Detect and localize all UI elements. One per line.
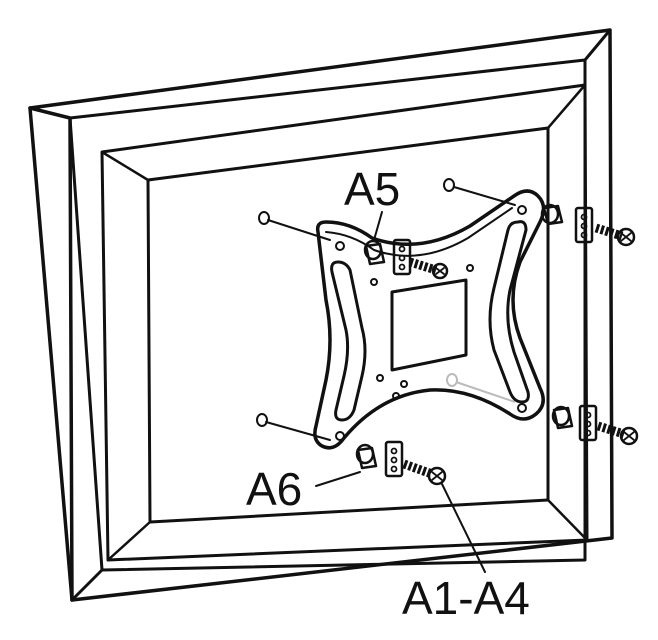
mounting-bracket: [313, 189, 546, 450]
monitor-frame: [28, 28, 614, 602]
screw-top-left: [408, 257, 449, 280]
leader-a5: [373, 211, 383, 241]
hole-bottom-left: [256, 413, 268, 427]
spacer-bottom-left: [355, 443, 378, 470]
label-a6: A6: [246, 463, 302, 515]
spacer-top-left: [363, 239, 386, 266]
washer-top-right: [574, 206, 594, 244]
screw-top-right: [594, 223, 636, 247]
label-a5: A5: [344, 163, 400, 215]
screen-holes: [256, 178, 458, 427]
washers: [384, 206, 598, 478]
leader-a1-a4: [441, 483, 486, 573]
hole-top-left: [258, 211, 270, 225]
spacers: [355, 203, 574, 470]
screw-bottom-right: [596, 421, 639, 446]
screw-bottom-left: [402, 459, 447, 486]
spacer-bottom-right: [551, 405, 574, 430]
hole-top-right: [443, 178, 455, 192]
spacer-top-right: [540, 203, 564, 226]
washer-bottom-left: [384, 440, 404, 478]
hole-bottom-right: [446, 373, 458, 387]
leader-a6: [315, 471, 361, 487]
washer-top-left: [392, 238, 412, 276]
leader-lines: [315, 211, 486, 573]
washer-bottom-right: [578, 404, 598, 442]
label-a1-a4: A1-A4: [402, 572, 530, 624]
screws: [402, 223, 639, 486]
